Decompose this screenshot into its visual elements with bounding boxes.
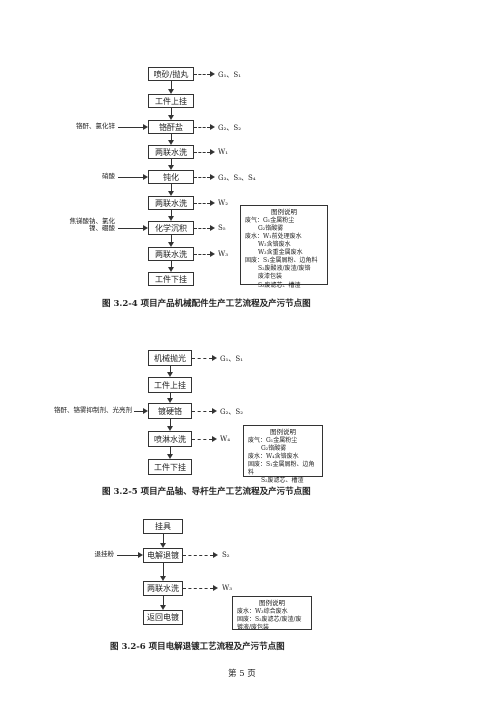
output-g1-s1: G₁、S₁ [218,71,241,79]
input-strip-powder: 退挂粉 [94,550,115,558]
output-w1: W₁ [218,148,229,156]
output-g3-s3-s4: G₃、S₃、S₄ [218,174,256,182]
caption-fig4: 图 3.2-4 项目产品机械配件生产工艺流程及产污节点图 [102,299,311,309]
legend-line: 镀液/废包装 [237,623,270,631]
step-mech-polish: 机械抛光 [148,350,192,366]
step-passivation: 钝化 [148,170,194,184]
step-return-plating: 返回电镀 [143,610,183,625]
step-rinse-1: 两联水洗 [148,145,194,159]
step-rinse: 两联水洗 [143,581,183,596]
legend-fig6: 图例说明 废水：W₃综合废水 固废：S₂废滤芯/废渣/废 镀液/废包装 [232,596,312,631]
legend-line: 废水：W₄含铬废水 [248,452,299,460]
legend-line: 废水：W₃综合废水 [237,607,288,615]
legend-line: S₂废滤芯、槽渣 [261,477,304,485]
legend-title: 图例说明 [259,599,285,607]
output-g2-s2: G₂、S₂ [220,408,243,416]
legend-fig5: 图例说明 废气：G₁金属粉尘 G₂铬酸雾 废水：W₄含铬废水 固废：S₁金属屑粉… [243,425,323,484]
legend-line: W₂含铬废水 [258,241,291,249]
legend-line: S₃废滤芯、槽渣 [258,281,301,289]
output-g1-s1: G₁、S₁ [220,355,243,363]
caption-fig5: 图 3.2-5 项目产品轴、导杆生产工艺流程及产污节点图 [102,487,311,497]
output-s5: S₅ [218,224,226,232]
step-rack: 挂具 [143,519,183,534]
step-rack-off: 工件下挂 [148,272,194,286]
caption-fig6: 图 3.2-6 项目电解退镀工艺流程及产污节点图 [110,642,285,652]
output-w4: W₄ [220,435,231,443]
step-rack-on: 工件上挂 [148,94,194,108]
legend-line: 固废：S₁金属屑粉、边角料 [248,461,315,477]
step-chem-deposit: 化学沉积 [148,221,194,235]
step-rack-on: 工件上挂 [148,377,192,393]
output-w2: W₂ [218,199,229,207]
input-chromic-zinc: 铬酐、氯化锌 [76,122,115,130]
legend-title: 图例说明 [271,208,297,216]
step-rinse-3: 两联水洗 [148,247,194,261]
input-chrome-chems: 铬酐、铬雾抑制剂、光亮剂 [54,406,132,414]
legend-fig4: 图例说明 废气：G₁金属粉尘 G₂铬酸雾 废水：W₁前处理废水 W₂含铬废水 W… [240,205,328,289]
legend-title: 图例说明 [270,428,296,436]
input-nitric: 硝酸 [102,172,115,180]
legend-line: 固废：S₂废滤芯/废渣/废 [237,615,302,623]
legend-line: 废漆包装 [258,273,283,281]
output-s2: S₂ [222,551,230,559]
step-rack-off: 工件下挂 [148,459,192,475]
page-number: 第 5 页 [228,669,256,679]
step-shot-blast: 喷砂/抛丸 [148,67,194,81]
legend-line: 固废：S₁金属屑粉、边角料 [245,257,318,265]
step-chromate: 铬酐盐 [148,120,194,134]
legend-line: G₂铬酸雾 [261,444,287,452]
legend-line: 废气：G₁金属粉尘 [248,436,298,444]
step-spray-rinse: 喷淋水洗 [148,431,192,447]
step-electro-strip: 电解退镀 [143,548,183,563]
legend-line: G₂铬酸雾 [258,224,284,232]
output-w3: W₃ [218,250,229,258]
legend-line: S₂废酸液/废渣/废铬 [258,265,311,273]
input-deposit-chems: 焦锑酸钠、氯化镍、硼酸 [69,217,116,233]
legend-line: 废水：W₁前处理废水 [245,232,302,240]
legend-line: 废气：G₁金属粉尘 [245,216,295,224]
output-g2-s2: G₂、S₂ [218,124,241,132]
output-w3: W₃ [222,584,233,592]
step-rinse-2: 两联水洗 [148,196,194,210]
legend-line: W₃含重金属废水 [258,249,303,257]
step-hard-chrome: 镀硬铬 [148,403,192,419]
